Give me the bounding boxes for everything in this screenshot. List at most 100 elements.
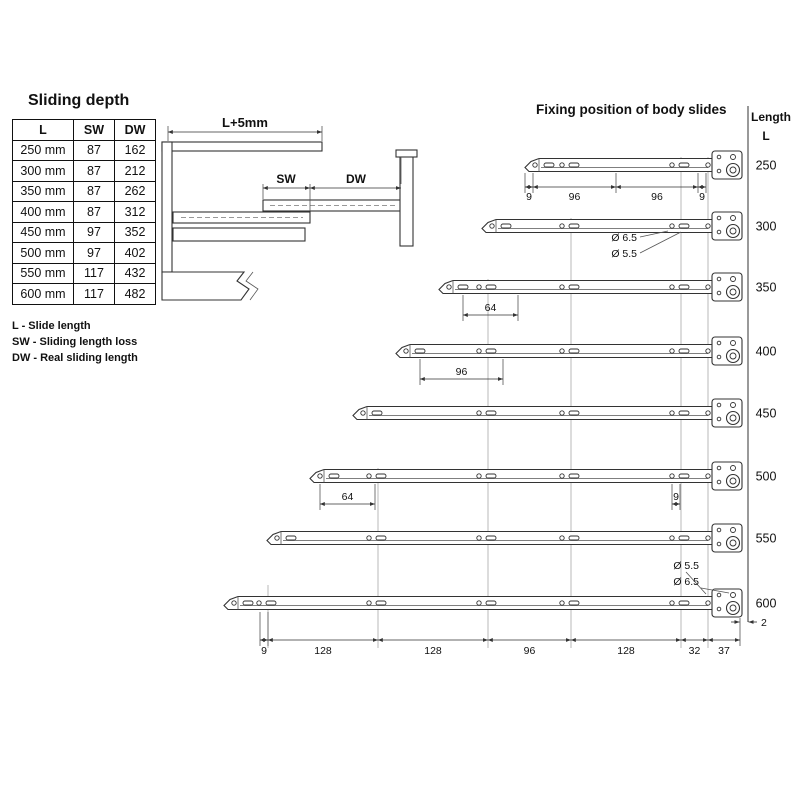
mounting-slot [543, 162, 555, 168]
bracket-hole [730, 340, 736, 346]
mounting-slot [485, 535, 497, 541]
mounting-hole [705, 535, 711, 541]
dimension-label: 32 [689, 645, 701, 657]
table-cell: 212 [114, 160, 156, 182]
length-label-400: 400 [756, 345, 777, 359]
mounting-slot [568, 410, 580, 416]
dimension-label: 128 [314, 645, 332, 657]
dimension-label: 96 [524, 645, 536, 657]
mounting-slot [568, 473, 580, 479]
dimension-label: 9 [673, 491, 679, 503]
length-label-600: 600 [756, 597, 777, 611]
slide-rail [266, 530, 741, 546]
dimension-label: 64 [485, 302, 497, 314]
diameter-label: Ø 6.5 [611, 232, 637, 244]
table-cell: 482 [114, 283, 156, 305]
roller-hub [729, 352, 737, 360]
leader-line [639, 230, 669, 238]
dimension-label: 96 [456, 366, 468, 378]
table-header-L: L [12, 119, 74, 141]
table-cell: 300 mm [12, 160, 74, 182]
dimension-label: 37 [718, 645, 730, 657]
mounting-hole [476, 284, 482, 290]
mounting-hole [669, 473, 675, 479]
mounting-slot [568, 284, 580, 290]
mounting-hole [559, 473, 565, 479]
roller-hub [729, 288, 737, 296]
table-cell: 550 mm [12, 262, 74, 284]
mounting-slot [678, 410, 690, 416]
diameter-label: Ø 5.5 [673, 560, 699, 572]
bracket-hole [730, 527, 736, 533]
mounting-hole [489, 223, 495, 229]
mounting-hole [669, 223, 675, 229]
roller-hub [729, 414, 737, 422]
cabinet-side-panel [161, 141, 173, 273]
mounting-hole [705, 223, 711, 229]
mounting-hole [476, 473, 482, 479]
dimension-label: 96 [569, 191, 581, 203]
mounting-slot [375, 473, 387, 479]
table-cell: 352 [114, 221, 156, 243]
cabinet-top-flange [161, 141, 323, 152]
bracket-hole [730, 592, 736, 598]
mounting-hole [559, 162, 565, 168]
mounting-hole [366, 535, 372, 541]
table-cell: 312 [114, 201, 156, 223]
mounting-hole [669, 284, 675, 290]
table-cell: 87 [73, 160, 115, 182]
mounting-hole [669, 410, 675, 416]
length-label-500: 500 [756, 470, 777, 484]
drawer-front-panel [399, 155, 414, 247]
mounting-slot [568, 162, 580, 168]
mounting-slot [678, 535, 690, 541]
table-cell: 600 mm [12, 283, 74, 305]
mounting-slot [371, 410, 383, 416]
slide-rail [481, 218, 741, 234]
mounting-slot [678, 473, 690, 479]
leader-line [700, 587, 730, 594]
break-symbol [245, 271, 259, 301]
mounting-slot [485, 600, 497, 606]
mounting-hole [669, 535, 675, 541]
body-slide-550: 550 [266, 523, 776, 553]
bracket-hole [730, 465, 736, 471]
table-cell: 162 [114, 139, 156, 161]
bracket-hole [716, 276, 722, 282]
roller-hub [729, 166, 737, 174]
table-cell: 402 [114, 242, 156, 264]
mounting-hole [559, 284, 565, 290]
mounting-slot [678, 600, 690, 606]
mounting-hole [559, 535, 565, 541]
bracket-hole [716, 465, 722, 471]
mounting-slot [678, 223, 690, 229]
mounting-hole [705, 473, 711, 479]
bracket-hole [730, 276, 736, 282]
mounting-slot [485, 410, 497, 416]
sliding-depth-title: Sliding depth [28, 92, 130, 109]
fixing-position-title: Fixing position of body slides [536, 102, 727, 117]
mounting-hole [559, 348, 565, 354]
table-cell: 262 [114, 180, 156, 202]
slide-rail [223, 595, 741, 611]
mounting-slot [568, 223, 580, 229]
table-cell: 87 [73, 201, 115, 223]
dimension-label: 128 [424, 645, 442, 657]
mounting-slot [414, 348, 426, 354]
bracket-hole [716, 606, 722, 612]
l-plus-5mm-label: L+5mm [222, 115, 268, 130]
table-cell: 97 [73, 242, 115, 264]
mounting-slot [265, 600, 277, 606]
mounting-slot [568, 600, 580, 606]
dimension-label: 9 [526, 191, 532, 203]
table-cell: 87 [73, 180, 115, 202]
length-label-450: 450 [756, 407, 777, 421]
mounting-slot [485, 284, 497, 290]
table-header-SW: SW [73, 119, 115, 141]
